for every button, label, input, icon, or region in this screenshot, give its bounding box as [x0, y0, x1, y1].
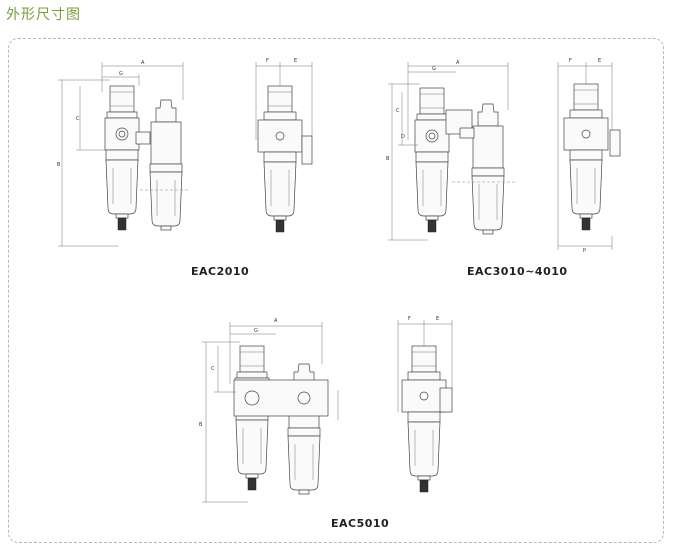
- dim-label-c-3: C: [211, 366, 215, 372]
- eac2010-side-view: F E: [255, 58, 313, 233]
- model-label-eac2010: EAC2010: [191, 265, 250, 278]
- dim-label-a-3: A: [274, 318, 278, 324]
- dim-label-a-2: A: [456, 60, 460, 66]
- eac2010-front-view: A G B C: [57, 60, 190, 247]
- eac3010-4010-front-view: A G B C D: [386, 60, 515, 241]
- drawing-frame: [8, 38, 664, 543]
- eac5010-front-view: A G B C: [199, 318, 339, 503]
- eac3010-4010-side-view: F E P: [557, 58, 621, 254]
- dim-label-c-2: C: [396, 108, 400, 114]
- dim-label-f: F: [266, 58, 269, 64]
- dim-label-f-3: F: [408, 316, 411, 322]
- dim-label-g: G: [119, 71, 123, 77]
- dim-label-b: B: [57, 162, 61, 168]
- dim-label-e: E: [294, 58, 297, 64]
- model-label-eac3010-4010: EAC3010~4010: [467, 265, 568, 278]
- dim-label-p: P: [583, 248, 586, 254]
- dim-label-b-2: B: [386, 156, 390, 162]
- dim-label-g-3: G: [254, 328, 258, 334]
- dim-label-d: D: [401, 134, 405, 140]
- dim-label-c: C: [76, 116, 80, 122]
- page-title: 外形尺寸图: [6, 7, 81, 23]
- dim-label-e-3: E: [436, 316, 439, 322]
- eac5010-side-view: F E: [397, 316, 453, 493]
- model-label-eac5010: EAC5010: [331, 517, 390, 530]
- dim-label-a: A: [141, 60, 145, 66]
- dim-label-b-3: B: [199, 422, 203, 428]
- dim-label-g-2: G: [432, 66, 436, 72]
- dim-label-e-2: E: [598, 58, 601, 64]
- dim-label-f-2: F: [569, 58, 572, 64]
